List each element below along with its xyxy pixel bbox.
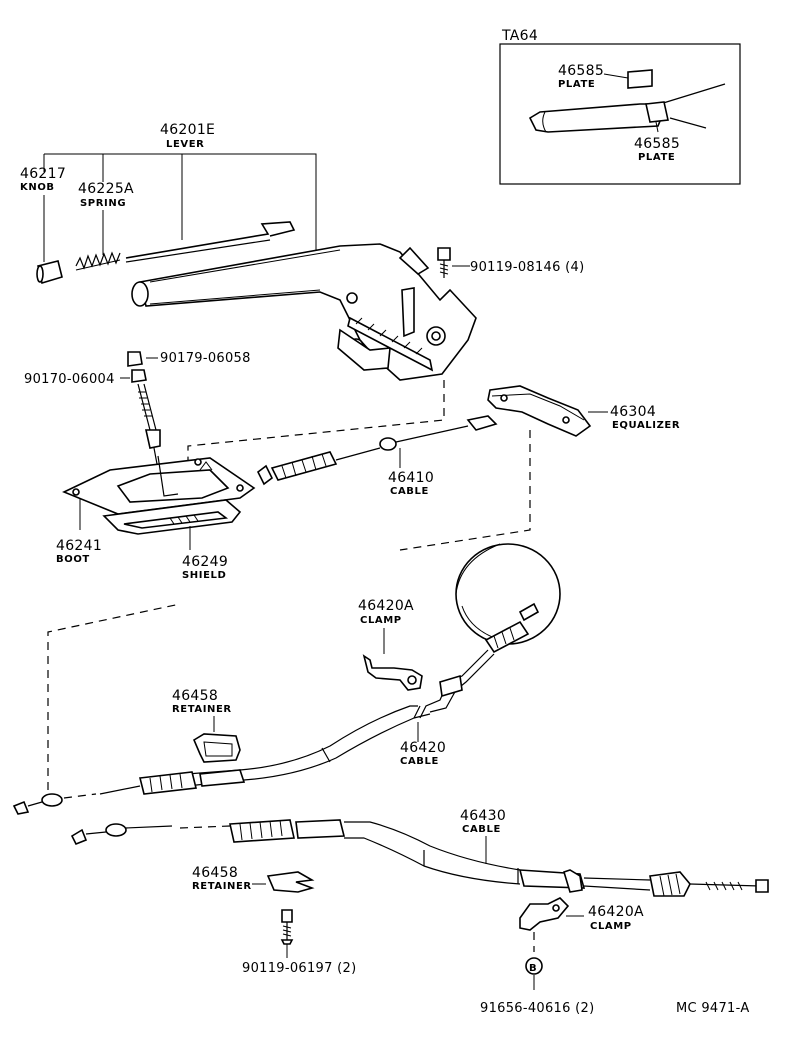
retainer-lower-name: RETAINER (192, 881, 252, 892)
equalizer-name: EQUALIZER (612, 420, 680, 431)
rh-cable-sheath-top (159, 705, 418, 777)
rh-cable-number: 46420 (400, 740, 446, 756)
retainer-bolt-code: 90119-06197 (2) (242, 961, 356, 976)
inset-plate-upper-name: PLATE (558, 79, 595, 90)
lever-bolt-shape (437, 247, 451, 278)
retainer-upper-number: 46458 (172, 688, 218, 704)
equalizer-number: 46304 (610, 404, 656, 420)
rh-cable-sheath-bottom (167, 713, 431, 789)
rh-cable-name: CABLE (400, 756, 439, 767)
boot-shield-group: 46241 BOOT 46249 SHIELD (56, 455, 256, 581)
rh-cable-dashline (47, 603, 181, 790)
front-cable-group: 46410 CABLE (256, 415, 498, 497)
spring-number: 46225A (78, 181, 134, 197)
inset-ta64: TA64 46585 PLATE 46585 PLATE (499, 28, 741, 185)
spring-name: SPRING (80, 198, 126, 209)
knob-number: 46217 (20, 166, 66, 182)
front-cable-number: 46410 (388, 470, 434, 486)
knob-name: KNOB (20, 182, 55, 193)
lh-cable-sheath-top (344, 821, 521, 871)
inset-plate-lower-shape (645, 101, 669, 123)
adjuster-rod (137, 383, 157, 431)
lever-cable-dashline (187, 380, 445, 460)
clamp-upper-number: 46420A (358, 598, 414, 614)
lever-leader (44, 153, 317, 250)
inset-plate-lower-name: PLATE (638, 152, 675, 163)
clamp-upper-name: CLAMP (360, 615, 402, 626)
adjuster-group: 90179-06058 90170-06004 (24, 351, 251, 497)
retainer-lower-number: 46458 (192, 865, 238, 881)
lever-bolt-code: 90119-08146 (4) (470, 260, 584, 275)
lh-cable-fitting (229, 819, 295, 843)
clamp-lower-group: 46420A CLAMP B 91656-40616 (2) (480, 897, 644, 1016)
clamp-bolt-code: 91656-40616 (2) (480, 1001, 594, 1016)
equalizer-dashline (399, 430, 531, 551)
lh-cable-name: CABLE (462, 824, 501, 835)
inset-plate-upper-shape (627, 69, 653, 89)
release-rod (125, 221, 296, 259)
shield-number: 46249 (182, 554, 228, 570)
lh-cable-sheath-bottom (344, 837, 521, 885)
inset-plate-upper-number: 46585 (558, 63, 604, 79)
nut-a-code: 90179-06058 (160, 351, 251, 366)
inset-lever-handle (528, 103, 663, 133)
retainer-lower-shape (266, 871, 315, 893)
spring-shape (75, 251, 121, 271)
rh-cable-fitting (139, 771, 197, 795)
retainer-lower-group: 46458 RETAINER 90119-06197 (2) (192, 865, 356, 976)
retainer-bolt-shape (281, 909, 293, 923)
clamp-upper-group: 46420A CLAMP (358, 598, 423, 691)
shield-name: SHIELD (182, 570, 226, 581)
bolt-marker-letter: B (529, 963, 537, 974)
clamp-lower-shape (519, 897, 570, 931)
diagram-code: MC 9471-A (676, 1001, 750, 1016)
nut-b-shape (131, 369, 147, 383)
bolt-marker-circle (525, 957, 543, 975)
boot-number: 46241 (56, 538, 102, 554)
clamp-lower-number: 46420A (588, 904, 644, 920)
front-cable-name: CABLE (390, 486, 429, 497)
clamp-lower-name: CLAMP (590, 921, 632, 932)
equalizer-group: 46304 EQUALIZER (399, 385, 680, 551)
clamp-upper-shape (362, 654, 423, 691)
lever-number: 46201E (160, 122, 215, 138)
lever-group: 46201E LEVER 46217 KNOB 46225A SPRING (20, 122, 584, 460)
retainer-upper-name: RETAINER (172, 704, 232, 715)
equalizer-shape (487, 385, 592, 437)
inset-title: TA64 (501, 28, 538, 44)
retainer-upper-group: 46458 RETAINER (172, 688, 241, 763)
inset-plate-lower-number: 46585 (634, 136, 680, 152)
lever-name: LEVER (166, 139, 204, 150)
boot-name: BOOT (56, 554, 90, 565)
nut-b-code: 90170-06004 (24, 372, 115, 387)
nut-a-shape (127, 351, 143, 367)
inset-frame (499, 43, 741, 185)
retainer-upper-shape (192, 733, 241, 763)
lh-cable-number: 46430 (460, 808, 506, 824)
rear-cable-rh-group: 46420 CABLE (12, 543, 561, 815)
front-cable-wire (395, 425, 469, 443)
rear-cable-lh-group: 46430 CABLE (70, 808, 769, 897)
lever-base-plate (337, 328, 391, 371)
